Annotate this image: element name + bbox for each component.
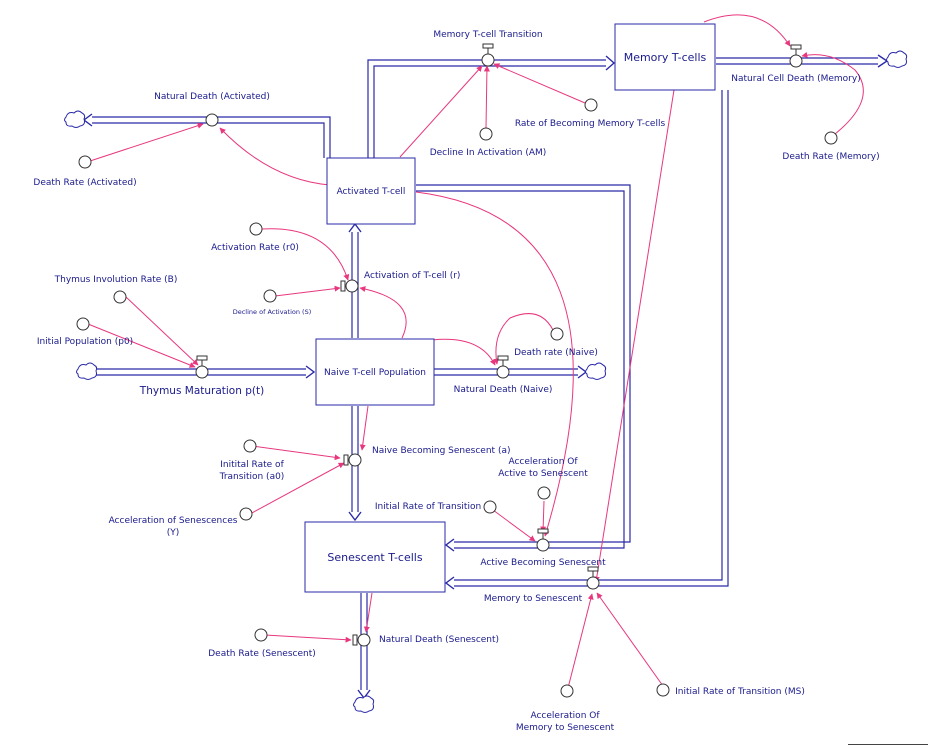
label-accel-memory-1: Acceleration Of [530, 711, 600, 721]
stock-naive-label: Naive T-cell Population [324, 368, 426, 378]
valve-natural-cell-death-memory[interactable] [789, 44, 803, 68]
label-death-rate-senescent: Death Rate (Senescent) [208, 649, 316, 659]
valve-thymus-maturation[interactable] [195, 355, 209, 379]
valve-natural-death-activated[interactable] [205, 113, 219, 127]
corner-rule [848, 744, 928, 745]
aux-initial-rate-transition[interactable] [483, 500, 497, 514]
label-thymus-involution: Thymus Involution Rate (B) [54, 275, 178, 285]
label-active-becoming-senescent: Active Becoming Senescent [480, 558, 606, 568]
label-initial-rate-ms: Initial Rate of Transition (MS) [675, 687, 805, 697]
labels: Memory T-cell Transition Natural Death (… [33, 30, 879, 733]
aux-death-rate-senescent[interactable] [254, 628, 268, 642]
aux-death-rate-activated[interactable] [78, 155, 92, 169]
aux-accel-memory-senescent[interactable] [560, 684, 574, 698]
aux-initial-rate-a0[interactable] [243, 439, 257, 453]
valve-memory-to-senescent[interactable] [586, 566, 600, 590]
label-accel-senescences-2: (Y) [167, 528, 180, 538]
label-accel-memory-2: Memory to Senescent [516, 723, 615, 733]
label-activation-rate: Activation Rate (r0) [211, 243, 299, 253]
cloud-icon [76, 362, 98, 380]
stock-senescent-label: Senescent T-cells [327, 551, 422, 564]
label-initial-rate-a0-2: Transition (a0) [219, 472, 285, 482]
cloud-icon [585, 362, 607, 380]
label-death-rate-activated: Death Rate (Activated) [33, 178, 136, 188]
valve-naive-becoming-senescent[interactable] [343, 453, 362, 467]
label-naive-becoming-senescent: Naive Becoming Senescent (a) [372, 446, 510, 456]
aux-accel-senescences[interactable] [239, 507, 253, 521]
label-memory-transition: Memory T-cell Transition [433, 30, 542, 40]
label-natural-cell-death-memory: Natural Cell Death (Memory) [731, 74, 860, 84]
stocks: Memory T-cells Activated T-cell Naive T-… [304, 23, 716, 593]
aux-decline-in-activation-am[interactable] [479, 127, 493, 141]
label-activation: Activation of T-cell (r) [364, 271, 460, 281]
label-natural-death-naive: Natural Death (Naive) [454, 385, 553, 395]
label-natural-death-activated: Natural Death (Activated) [154, 92, 270, 102]
aux-activation-rate[interactable] [249, 222, 263, 236]
stock-senescent-t-cells[interactable] [304, 521, 446, 593]
label-memory-to-senescent: Memory to Senescent [484, 594, 583, 604]
valve-natural-death-senescent[interactable] [352, 633, 371, 647]
valve-activation[interactable] [340, 279, 359, 293]
label-accel-active-1: Acceleration Of [508, 457, 578, 467]
cloud-icon [886, 50, 908, 68]
stock-memory-label: Memory T-cells [624, 51, 707, 64]
stock-naive-t-cell-population[interactable] [315, 338, 435, 406]
aux-accel-active-senescent[interactable] [537, 486, 551, 500]
stock-memory-t-cells[interactable] [614, 23, 716, 91]
stock-activated-label: Activated T-cell [337, 187, 406, 197]
aux-rate-becoming-memory[interactable] [584, 98, 598, 112]
stock-activated-t-cell[interactable] [326, 157, 416, 225]
label-rate-becoming-memory: Rate of Becoming Memory T-cells [515, 119, 666, 129]
aux-thymus-involution[interactable] [113, 290, 127, 304]
valves [195, 43, 803, 647]
aux-decline-of-activation[interactable] [263, 289, 277, 303]
connectors [87, 14, 864, 689]
aux-initial-rate-ms[interactable] [656, 683, 670, 697]
label-decline-of-activation: Decline of Activation (S) [233, 308, 312, 316]
aux-death-rate-naive[interactable] [550, 327, 564, 341]
label-initial-population: Initial Population (p0) [37, 337, 133, 347]
clouds [64, 50, 908, 713]
aux-initial-population[interactable] [76, 317, 90, 331]
cloud-icon [64, 110, 86, 128]
label-death-rate-memory: Death Rate (Memory) [782, 152, 879, 162]
label-natural-death-senescent: Natural Death (Senescent) [379, 635, 499, 645]
aux-death-rate-memory[interactable] [824, 131, 838, 145]
label-death-rate-naive: Death rate (Naive) [514, 348, 598, 358]
label-accel-senescences-1: Acceleration of Senescences [109, 516, 238, 526]
label-accel-active-2: Active to Senescent [498, 469, 588, 479]
auxiliaries [76, 98, 838, 698]
valve-active-becoming-senescent[interactable] [536, 528, 550, 552]
label-initial-rate-transition: Initial Rate of Transition [375, 502, 481, 512]
cloud-icon [353, 695, 375, 713]
label-decline-in-activation-am: Decline In Activation (AM) [430, 148, 547, 158]
label-initial-rate-a0-1: Initital Rate of [220, 460, 284, 470]
valve-memory-transition[interactable] [481, 43, 495, 67]
label-thymus-maturation: Thymus Maturation p(t) [139, 385, 264, 397]
valve-natural-death-naive[interactable] [496, 355, 510, 379]
